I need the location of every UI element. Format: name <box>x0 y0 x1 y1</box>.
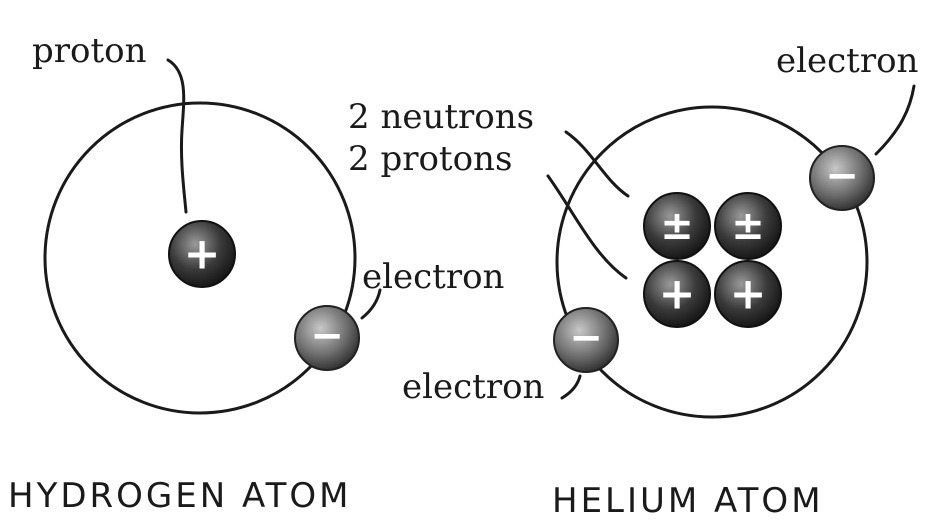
helium-protons-leader <box>546 174 628 280</box>
hydrogen-electron: − <box>294 305 360 371</box>
helium-nucleus: ± ± + + <box>643 192 782 328</box>
helium-orbit <box>555 105 869 419</box>
helium-electron-top: − <box>809 145 875 211</box>
hydrogen-electron-label: electron <box>362 257 504 297</box>
helium-electron-bottom: − <box>553 307 619 373</box>
helium-electron-top-label: electron <box>776 41 918 81</box>
hydrogen-proton-label: proton <box>32 31 147 71</box>
helium-neutron-sign: ± <box>731 203 765 249</box>
helium-neutrons-label: 2 neutrons <box>348 97 534 137</box>
helium-neutron-sign: ± <box>660 203 694 249</box>
helium-electron-bottom-sign: − <box>569 315 603 361</box>
hydrogen-orbit <box>43 101 357 415</box>
helium-electron-top-leader <box>874 84 916 156</box>
helium-electron-bottom-label: electron <box>402 367 544 407</box>
helium-proton: + <box>643 260 711 328</box>
hydrogen-proton: + <box>168 220 236 288</box>
hydrogen-electron-leader <box>360 288 382 320</box>
helium-proton: + <box>714 260 782 328</box>
helium-atom: 2 neutrons 2 protons ± ± + + <box>348 41 918 520</box>
helium-neutrons-leader <box>564 130 630 198</box>
hydrogen-caption: HYDROGEN ATOM <box>8 476 351 516</box>
helium-neutron: ± <box>643 192 711 260</box>
hydrogen-proton-leader <box>166 58 188 214</box>
hydrogen-proton-sign: + <box>184 229 221 280</box>
helium-neutron: ± <box>714 192 782 260</box>
helium-electron-top-sign: − <box>825 153 859 199</box>
helium-electron-bottom-leader <box>560 374 582 400</box>
helium-protons-label: 2 protons <box>348 139 512 179</box>
helium-proton-sign: + <box>659 269 696 320</box>
helium-caption: HELIUM ATOM <box>552 481 824 520</box>
hydrogen-electron-sign: − <box>310 313 344 359</box>
helium-proton-sign: + <box>730 269 767 320</box>
hydrogen-atom: proton + − electron HYDROGEN ATOM <box>8 31 504 516</box>
